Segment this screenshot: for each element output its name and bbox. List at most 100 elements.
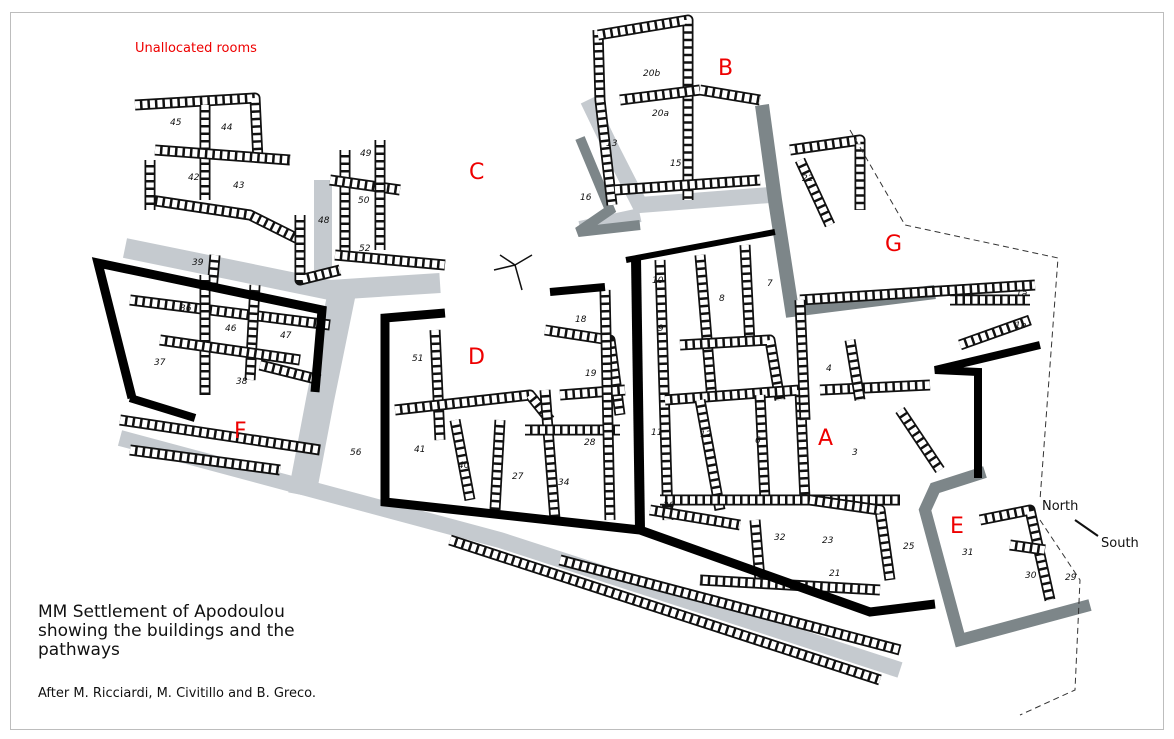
map-frame <box>10 12 1164 730</box>
room-label: 34 <box>558 478 570 488</box>
building-label-e: E <box>950 514 964 539</box>
stone-wall-texture <box>614 176 761 194</box>
map-caption: MM Settlement of Apodoulou showing the b… <box>38 602 295 660</box>
stone-wall-texture <box>656 259 672 521</box>
stone-wall-texture <box>559 386 626 399</box>
stone-wall-texture <box>541 389 559 521</box>
room-label: 16 <box>580 193 592 203</box>
unallocated-rooms-note: Unallocated rooms <box>135 41 257 56</box>
building-label-g: G <box>885 232 902 257</box>
pathway-central <box>288 289 356 498</box>
stone-wall-texture <box>559 556 901 654</box>
room-label: 41 <box>414 445 425 455</box>
stone-wall-texture <box>696 399 724 511</box>
room-label: 47 <box>280 331 292 341</box>
room-label: 15 <box>670 159 682 169</box>
room-label: 12 <box>700 430 712 440</box>
building-label-f: F <box>234 419 247 444</box>
room-label: 1b <box>1015 321 1027 331</box>
room-label: 43 <box>233 181 245 191</box>
stone-wall-texture <box>619 86 701 104</box>
wall-d-south <box>380 308 936 617</box>
stone-wall <box>664 384 811 501</box>
stone-wall-texture <box>334 251 446 269</box>
stone-wall-texture <box>679 336 784 401</box>
room-label: 31 <box>962 548 973 558</box>
room-label: 44 <box>221 123 233 133</box>
wall-f-south <box>128 394 197 422</box>
stone-walls <box>119 14 1056 686</box>
room-label: 21 <box>829 569 840 579</box>
room-label: 38 <box>236 377 248 387</box>
pathway-g <box>755 104 936 318</box>
stone-wall-texture <box>756 394 769 501</box>
stone-wall-texture <box>799 281 1036 304</box>
stone-wall-texture <box>979 506 1054 601</box>
room-numbers: 45 44 42 43 49 50 48 52 39 36 46 47 37 3… <box>154 69 1077 583</box>
stone-wall-texture <box>491 419 504 511</box>
room-label: 23 <box>822 536 834 546</box>
room-label: 27 <box>512 472 524 482</box>
map-credit: After M. Ricciardi, M. Civitillo and B. … <box>38 686 316 701</box>
room-label: 45 <box>170 118 182 128</box>
room-label: 52 <box>359 244 371 254</box>
room-label: 25 <box>903 542 915 552</box>
building-label-b: B <box>718 56 733 81</box>
black-walls <box>91 229 1041 617</box>
stone-wall-texture <box>159 336 301 364</box>
building-label-c: C <box>469 160 484 185</box>
wall-18 <box>549 283 606 296</box>
room-label: 13 <box>606 139 618 149</box>
room-label: 49 <box>360 149 372 159</box>
room-label: 11 <box>651 428 662 438</box>
stone-wall-texture <box>259 361 321 384</box>
room-label: 7 <box>767 279 773 289</box>
room-label: 32 <box>774 533 786 543</box>
room-label: 30 <box>1025 571 1037 581</box>
stone-wall-texture <box>649 506 741 529</box>
stone-wall-texture <box>896 407 944 473</box>
room-label: 3 <box>852 448 858 458</box>
room-label: 8 <box>719 294 725 304</box>
stone-wall-texture <box>846 339 864 401</box>
room-label: 20a <box>652 109 669 119</box>
room-label: 10 <box>652 276 664 286</box>
boundary-line-south <box>1019 519 1081 716</box>
stone-wall-texture <box>796 158 834 227</box>
stone-wall-texture <box>796 299 809 421</box>
stone-wall-texture <box>741 244 754 346</box>
stone-wall-texture <box>208 254 219 291</box>
stone-wall-texture <box>329 176 401 194</box>
room-label: 37 <box>154 358 166 368</box>
wall-a-west <box>631 257 645 531</box>
stone-wall-texture <box>696 254 716 401</box>
pathway-39 <box>122 238 441 301</box>
room-label: 28 <box>584 438 596 448</box>
pathway-e <box>918 466 1092 648</box>
room-label: 29 <box>1065 573 1077 583</box>
stone-wall-texture <box>451 419 474 501</box>
stone-wall-texture <box>958 316 1032 349</box>
stone-wall-texture <box>149 196 302 244</box>
stone-wall-texture <box>664 386 809 501</box>
stone-wall-texture <box>699 86 761 104</box>
room-label: 39 <box>192 258 204 268</box>
stone-wall-texture <box>448 536 882 684</box>
stone-wall-texture <box>751 519 764 581</box>
room-label: 42 <box>188 173 200 183</box>
stone-wall-texture <box>134 94 262 161</box>
room-label: 51 <box>412 354 423 364</box>
room-label: 1a <box>1016 289 1027 299</box>
room-label: 48 <box>318 216 330 226</box>
stone-wall-texture <box>129 446 281 474</box>
room-label: 46 <box>225 324 237 334</box>
room-label: 20b <box>643 69 660 79</box>
room-label: 9 <box>658 324 664 334</box>
stone-wall-texture <box>394 391 553 423</box>
wall-a-east <box>934 341 1041 478</box>
stone-wall-texture <box>594 29 616 206</box>
stone-wall-texture <box>809 496 894 581</box>
room-label: 18 <box>575 315 587 325</box>
room-label: 6 <box>755 436 761 446</box>
compass-arrow-icon <box>1074 519 1099 537</box>
